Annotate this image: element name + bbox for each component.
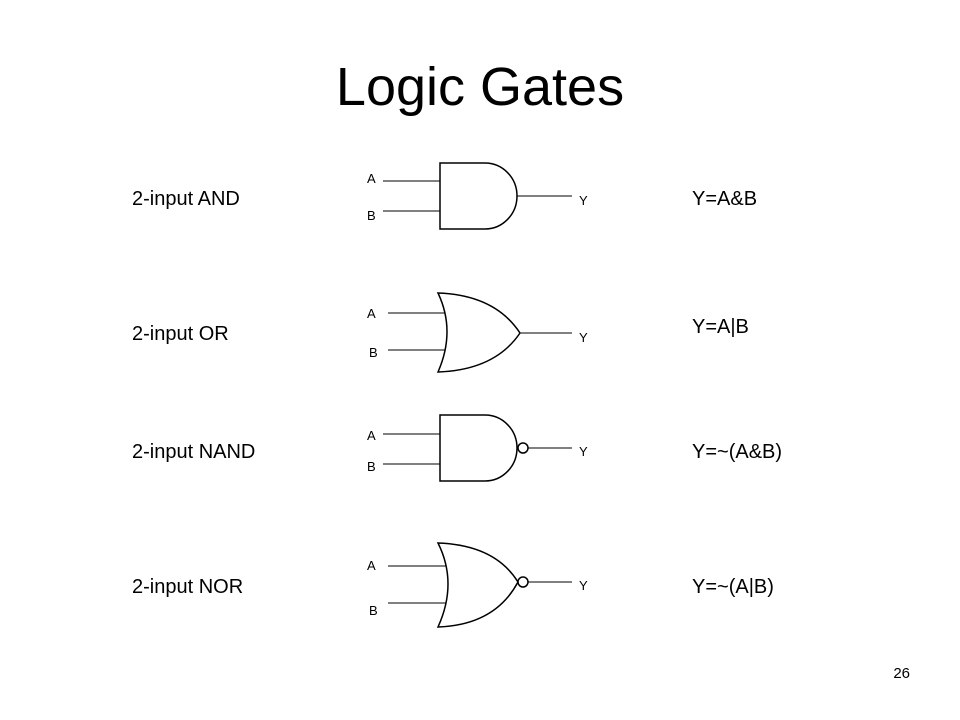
or-pin-y-label: Y <box>579 330 588 345</box>
and-gate-symbol: A B Y <box>367 162 588 230</box>
nand-pin-y-label: Y <box>579 444 588 459</box>
nor-gate-body <box>436 542 519 628</box>
nand-pin-a-label: A <box>367 428 376 443</box>
gate-name-and: 2-input AND <box>132 188 240 210</box>
gate-equation-nand: Y=~(A&B) <box>692 441 783 463</box>
nand-pin-b-label: B <box>367 459 376 474</box>
or-pin-b-label: B <box>369 345 378 360</box>
page-title: Logic Gates <box>335 57 625 117</box>
gate-name-nand: 2-input NAND <box>132 441 256 463</box>
nor-pin-y-label: Y <box>579 578 588 593</box>
nor-pin-a-label: A <box>367 558 376 573</box>
and-gate-body <box>439 162 518 230</box>
nor-pin-b-label: B <box>369 603 378 618</box>
nand-gate-body <box>439 414 518 482</box>
and-pin-a-label: A <box>367 171 376 186</box>
nor-gate-symbol: A B Y <box>367 542 588 628</box>
gate-name-or: 2-input OR <box>132 323 229 345</box>
and-pin-y-label: Y <box>579 193 588 208</box>
gate-equation-or: Y=A|B <box>692 316 749 338</box>
gate-name-nor: 2-input NOR <box>132 576 244 598</box>
or-gate-symbol: A B Y <box>367 292 588 373</box>
nand-gate-symbol: A B Y <box>367 414 588 482</box>
gate-equation-nor: Y=~(A|B) <box>692 576 774 598</box>
nor-inversion-bubble-icon <box>517 576 529 588</box>
or-pin-a-label: A <box>367 306 376 321</box>
nand-inversion-bubble-icon <box>517 442 529 454</box>
page-number: 26 <box>893 665 910 682</box>
and-pin-b-label: B <box>367 208 376 223</box>
or-gate-body <box>436 292 521 373</box>
gate-equation-and: Y=A&B <box>692 188 758 210</box>
